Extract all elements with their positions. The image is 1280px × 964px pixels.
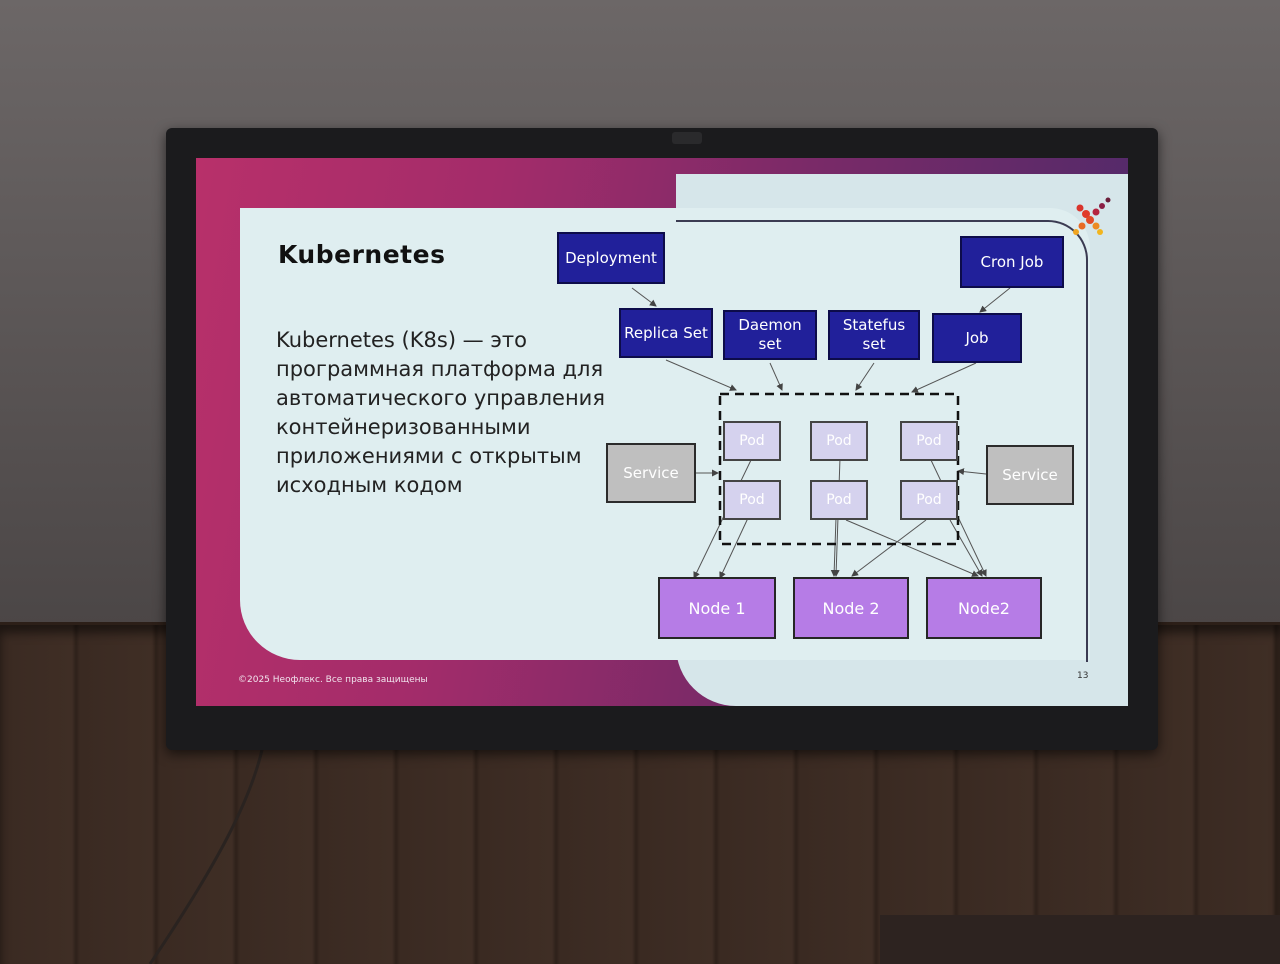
pod-box: Pod xyxy=(900,421,958,461)
node-box: Node 2 xyxy=(793,577,909,639)
webcam xyxy=(672,132,702,144)
replica-set-box: Replica Set xyxy=(619,308,713,358)
furniture-corner xyxy=(880,915,1280,964)
pod-box: Pod xyxy=(810,421,868,461)
stateful-set-box: Statefus set xyxy=(828,310,920,360)
node-box: Node 1 xyxy=(658,577,776,639)
neoflex-logo-icon xyxy=(1073,197,1111,235)
daemon-set-box: Daemon set xyxy=(723,310,817,360)
pod-box: Pod xyxy=(723,480,781,520)
pod-box: Pod xyxy=(810,480,868,520)
deployment-box: Deployment xyxy=(557,232,665,284)
slide-title: Kubernetes xyxy=(278,240,446,269)
slide-screen: Kubernetes Kubernetes (K8s) — это програ… xyxy=(196,158,1128,706)
slide-description: Kubernetes (K8s) — это программная платф… xyxy=(276,328,605,497)
card-border xyxy=(676,220,1088,662)
cron-job-box: Cron Job xyxy=(960,236,1064,288)
pod-box: Pod xyxy=(900,480,958,520)
pod-box: Pod xyxy=(723,421,781,461)
service-right-box: Service xyxy=(986,445,1074,505)
slide-footer: ©2025 Неофлекс. Все права защищены xyxy=(238,675,428,685)
diagram-connectors xyxy=(631,287,1011,579)
page-number: 13 xyxy=(1077,671,1089,681)
job-box: Job xyxy=(932,313,1022,363)
node-box: Node2 xyxy=(926,577,1042,639)
service-left-box: Service xyxy=(606,443,696,503)
